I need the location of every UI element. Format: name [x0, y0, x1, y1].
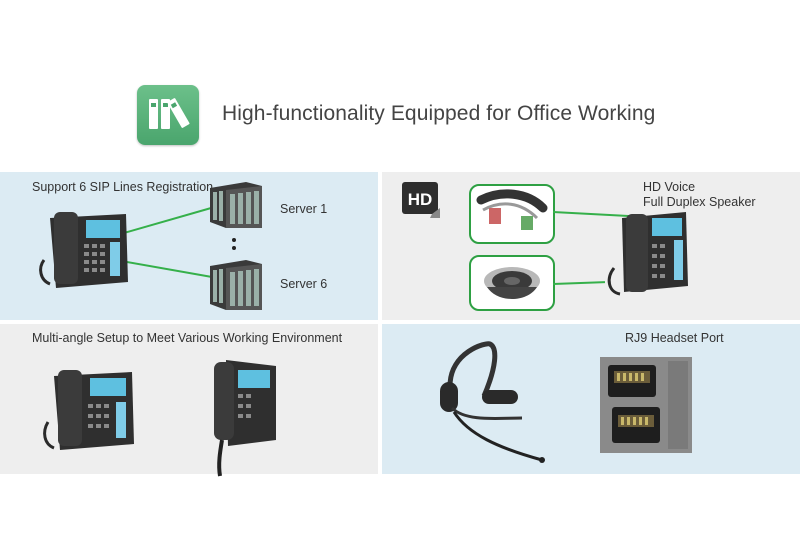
server-6-label: Server 6	[280, 277, 328, 291]
ip-phone-wall-mount-image	[206, 356, 278, 478]
rj9-headset-title: RJ9 Headset Port	[625, 331, 724, 345]
ellipsis-dots	[232, 238, 236, 250]
server-rack-icon	[210, 260, 262, 310]
hd-badge: HD	[402, 182, 442, 218]
multi-angle-title: Multi-angle Setup to Meet Various Workin…	[32, 331, 343, 345]
page-header: High-functionality Equipped for Office W…	[0, 0, 800, 172]
ip-phone-image	[598, 208, 690, 298]
svg-text:HD: HD	[408, 190, 433, 209]
server-1-label: Server 1	[280, 202, 328, 216]
full-duplex-speaker-label: Full Duplex Speaker	[643, 195, 756, 209]
page-title: High-functionality Equipped for Office W…	[222, 102, 656, 125]
speaker-image	[469, 255, 555, 311]
rj9-port-panel-image	[600, 357, 692, 453]
server-rack-icon	[210, 182, 262, 228]
sip-lines-title: Support 6 SIP Lines Registration	[32, 180, 214, 194]
hd-voice-label: HD Voice	[643, 180, 696, 194]
headset-image	[438, 338, 558, 464]
handset-image	[469, 184, 555, 244]
panel-hd-voice	[382, 172, 800, 320]
ip-phone-image	[36, 208, 130, 290]
binders-icon	[137, 85, 199, 145]
ip-phone-flat-image	[40, 366, 136, 452]
